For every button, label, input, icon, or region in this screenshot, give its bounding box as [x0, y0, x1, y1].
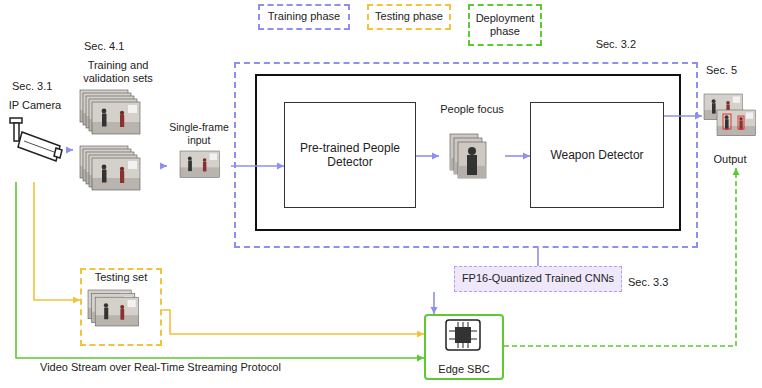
camera-icon	[10, 118, 62, 161]
legend-item: Training phase	[258, 4, 350, 30]
connector	[537, 248, 539, 266]
node-text: Training and validation sets	[73, 59, 163, 85]
arrowhead	[160, 163, 167, 170]
legend-text: Testing phase	[375, 10, 443, 23]
process-box: Pre-trained People Detector	[284, 102, 416, 208]
node-text: Weapon Detector	[550, 148, 643, 162]
node-text: Single-frame input	[167, 121, 231, 146]
process-box: Weapon Detector	[530, 102, 664, 208]
node-text: Testing set	[95, 271, 148, 284]
arrowhead	[432, 153, 439, 160]
connector	[504, 168, 736, 346]
section-label: Sec. 3.3	[628, 276, 668, 289]
test-set: Testing set	[80, 268, 162, 346]
frame-stack	[80, 90, 140, 190]
arrowhead	[523, 153, 530, 160]
section-label: Sec. 5	[706, 64, 737, 77]
arrowhead	[417, 355, 424, 362]
arrowhead	[417, 331, 424, 338]
pipeline-box	[256, 75, 680, 230]
edge-device: Edge SBC	[424, 314, 504, 380]
frame-stack	[88, 290, 138, 326]
node-text: FP16-Quantized Trained CNNs	[462, 272, 614, 285]
chip-icon	[446, 320, 480, 350]
input-frame: Single-frame input	[167, 120, 231, 180]
connector	[162, 310, 424, 334]
image-set: Training and validation sets	[73, 58, 163, 204]
section-label: Sec. 3.1	[12, 80, 52, 93]
legend-item: Testing phase	[367, 4, 451, 30]
connector	[16, 182, 424, 358]
arrowhead	[66, 147, 73, 154]
output-images: Output	[702, 92, 758, 168]
node-text: Sec. 3.2	[596, 38, 636, 51]
node-text: Pre-trained People Detector	[289, 141, 411, 170]
node-text: Output	[713, 153, 746, 166]
arrowhead	[733, 168, 740, 175]
output-frames	[704, 94, 755, 136]
edge-label: Video Stream over Real-Time Streaming Pr…	[40, 361, 281, 374]
camera-node: IP Camera	[4, 98, 66, 182]
connector	[231, 165, 284, 167]
section-label: Sec. 4.1	[84, 40, 124, 53]
arrowhead	[431, 307, 438, 314]
arrowhead	[73, 297, 80, 304]
node-text: People focus	[440, 103, 504, 116]
connector	[34, 182, 80, 300]
pipeline-region: Sec. 3.2Pre-trained People DetectorPeopl…	[234, 62, 698, 248]
input-frame-image	[180, 151, 219, 177]
node-text: IP Camera	[9, 99, 61, 112]
node-text: Edge SBC	[438, 363, 489, 376]
legend-item: Deployment phase	[468, 4, 542, 46]
legend-text: Deployment phase	[474, 12, 536, 38]
model-box: FP16-Quantized Trained CNNs	[454, 266, 622, 292]
people-crops	[450, 134, 486, 178]
arrowhead	[277, 163, 284, 170]
legend-text: Training phase	[268, 10, 340, 23]
image-crops: People focus	[439, 102, 505, 182]
